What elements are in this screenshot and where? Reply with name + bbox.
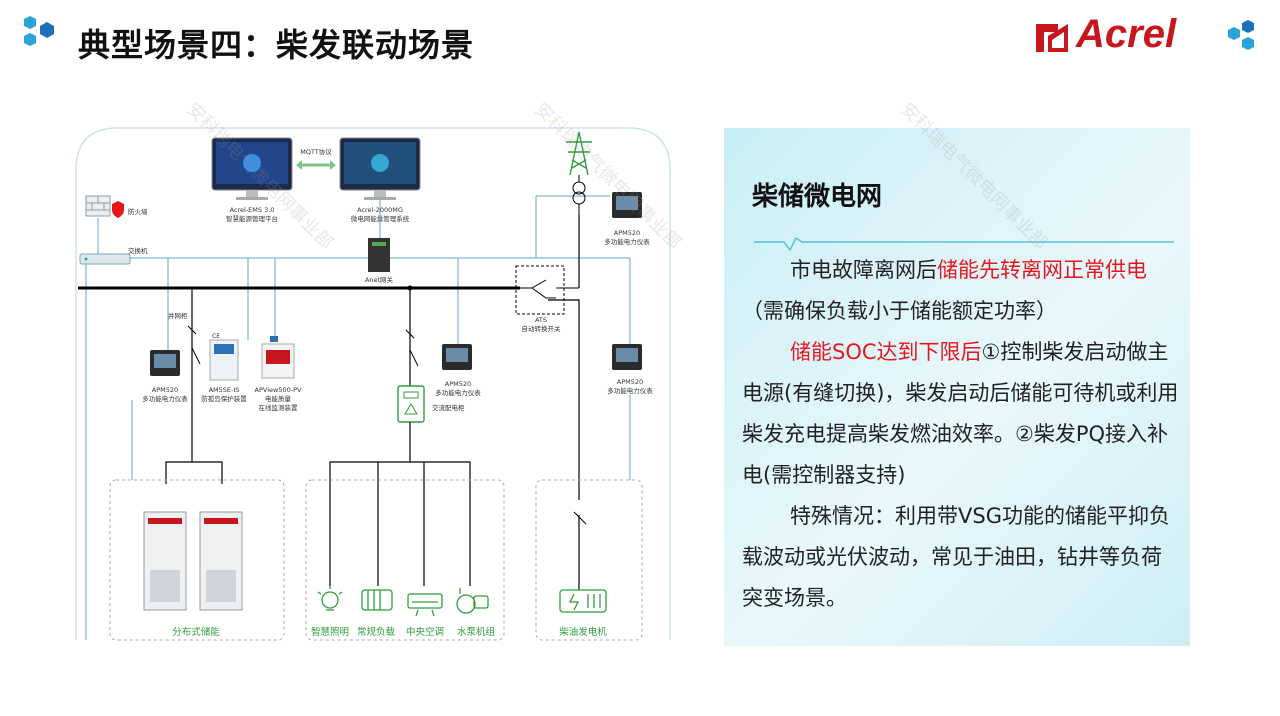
load-label-1: 智慧照明: [311, 626, 349, 638]
ac-cabinet-label: 交流配电柜: [432, 403, 465, 412]
p2-highlight: 储能SOC达到下限后: [790, 340, 982, 364]
platform-left-desc: 智慧能源管理平台: [226, 214, 278, 223]
transformer-icon: [572, 175, 586, 215]
island-protect-desc: 防孤岛保护装置: [201, 394, 247, 403]
meter-top-icon: [612, 192, 642, 218]
svg-text:CE: CE: [212, 333, 220, 340]
ac-cabinet-icon: [397, 385, 425, 423]
motor-icon: [361, 589, 393, 611]
meter-right-icon: [612, 344, 642, 370]
platform-left-monitor: [211, 137, 293, 200]
meter-load-model: APM520: [445, 380, 471, 388]
diesel-group-box: [535, 479, 643, 641]
firewall-icon: [85, 195, 124, 218]
brand-name: Acrel: [1076, 12, 1177, 56]
hexagon-dots-icon: [1228, 20, 1254, 50]
p1-highlight: 储能先转离网正常供电: [937, 258, 1147, 282]
meter-right-model: APM520: [617, 378, 643, 386]
island-protect-model: AM5SE-IS: [209, 386, 240, 394]
pq-monitor-model: APView500-PV: [255, 386, 302, 394]
pq-monitor-desc1: 电能质量: [265, 394, 292, 403]
ats-switch-icon: [520, 279, 579, 299]
platform-right-monitor: [339, 137, 421, 200]
load-label-4: 水泵机组: [457, 626, 496, 638]
light-bulb-icon: [317, 586, 343, 611]
meter-top-model: APM520: [614, 229, 640, 237]
load-group-box: [305, 479, 505, 641]
platform-left-name: Acrel-EMS 3.0: [230, 206, 275, 214]
water-pump-icon: [456, 588, 489, 614]
diesel-group-label: 柴油发电机: [559, 626, 607, 638]
firewall-label: 防火墙: [128, 207, 148, 216]
paragraph-2: 储能SOC达到下限后①控制柴发启动做主电源(有缝切换)，柴发启动后储能可待机或利…: [742, 332, 1182, 496]
meter-right-desc: 多功能电力仪表: [607, 386, 653, 395]
paragraph-3: 特殊情况：利用带VSG功能的储能平抑负载波动或光伏波动，常见于油田，钻井等负荷突…: [742, 496, 1182, 619]
load-label-3: 中央空调: [406, 626, 444, 638]
meter-load-icon: [442, 344, 472, 370]
switch-label: 交换机: [128, 246, 148, 255]
description-panel: 柴储微电网 市电故障离网后储能先转离网正常供电 （需确保负载小于储能额定功率） 储…: [724, 128, 1190, 646]
bidirectional-arrow-icon: [296, 160, 336, 170]
storage-group-label: 分布式储能: [172, 626, 220, 638]
island-protection-icon: CE: [209, 333, 239, 381]
acrel-logo-mark-icon: [1036, 24, 1068, 52]
comm-lines: [85, 195, 631, 640]
meter-storage-desc: 多功能电力仪表: [142, 394, 188, 403]
page-title: 典型场景四：柴发联动场景: [78, 26, 475, 64]
acrel-logo: Acrel: [1034, 12, 1264, 60]
pq-monitor-icon: [261, 336, 295, 379]
load-label-2: 常规负载: [357, 626, 396, 638]
system-diagram: Acrel-EMS 3.0 智慧能源管理平台 Acrel-2000MG 微电网能…: [0, 80, 720, 712]
diesel-generator-icon: [559, 589, 607, 613]
meter-storage-icon: [150, 350, 180, 376]
ats-desc: 自动转换开关: [522, 324, 562, 333]
p3-body: 特殊情况：利用带VSG功能的储能平抑负载波动或光伏波动，常见于油田，钻井等负荷突…: [742, 504, 1170, 610]
pq-monitor-desc2: 在线监测装置: [259, 403, 299, 412]
network-switch-icon: [79, 253, 131, 265]
diagram-frame: [75, 127, 671, 640]
hexagon-dots-icon: [24, 16, 54, 46]
meter-load-desc: 多功能电力仪表: [435, 388, 481, 397]
p1-note: （需确保负载小于储能额定功率）: [742, 299, 1057, 323]
storage-cabinet-icon: [143, 511, 187, 611]
air-conditioner-icon: [407, 593, 443, 617]
gateway-icon: [368, 238, 390, 272]
storage-group-box: [109, 479, 285, 641]
ats-box: [515, 265, 565, 315]
paragraph-1: 市电故障离网后储能先转离网正常供电 （需确保负载小于储能额定功率）: [742, 250, 1182, 332]
power-tower-icon: [566, 131, 592, 176]
p2-body: ①控制柴发启动做主电源(有缝切换)，柴发启动后储能可待机或利用柴发充电提高柴发燃…: [742, 340, 1179, 487]
protocol-label: MQTT协议: [300, 147, 332, 156]
ats-name: ATS: [535, 316, 547, 324]
panel-body: 市电故障离网后储能先转离网正常供电 （需确保负载小于储能额定功率） 储能SOC达到…: [742, 250, 1182, 619]
meter-storage-model: APM520: [152, 386, 178, 394]
header: 典型场景四：柴发联动场景 Acrel: [0, 0, 1280, 80]
panel-title: 柴储微电网: [752, 182, 883, 212]
storage-cabinet-icon: [199, 511, 243, 611]
gateway-label: Anet网关: [365, 275, 394, 284]
grid-cabinet-label: 并网柜: [168, 311, 188, 320]
p1-normal: 市电故障离网后: [790, 258, 937, 282]
meter-top-desc: 多功能电力仪表: [604, 237, 650, 246]
wave-divider-icon: [754, 237, 1174, 252]
